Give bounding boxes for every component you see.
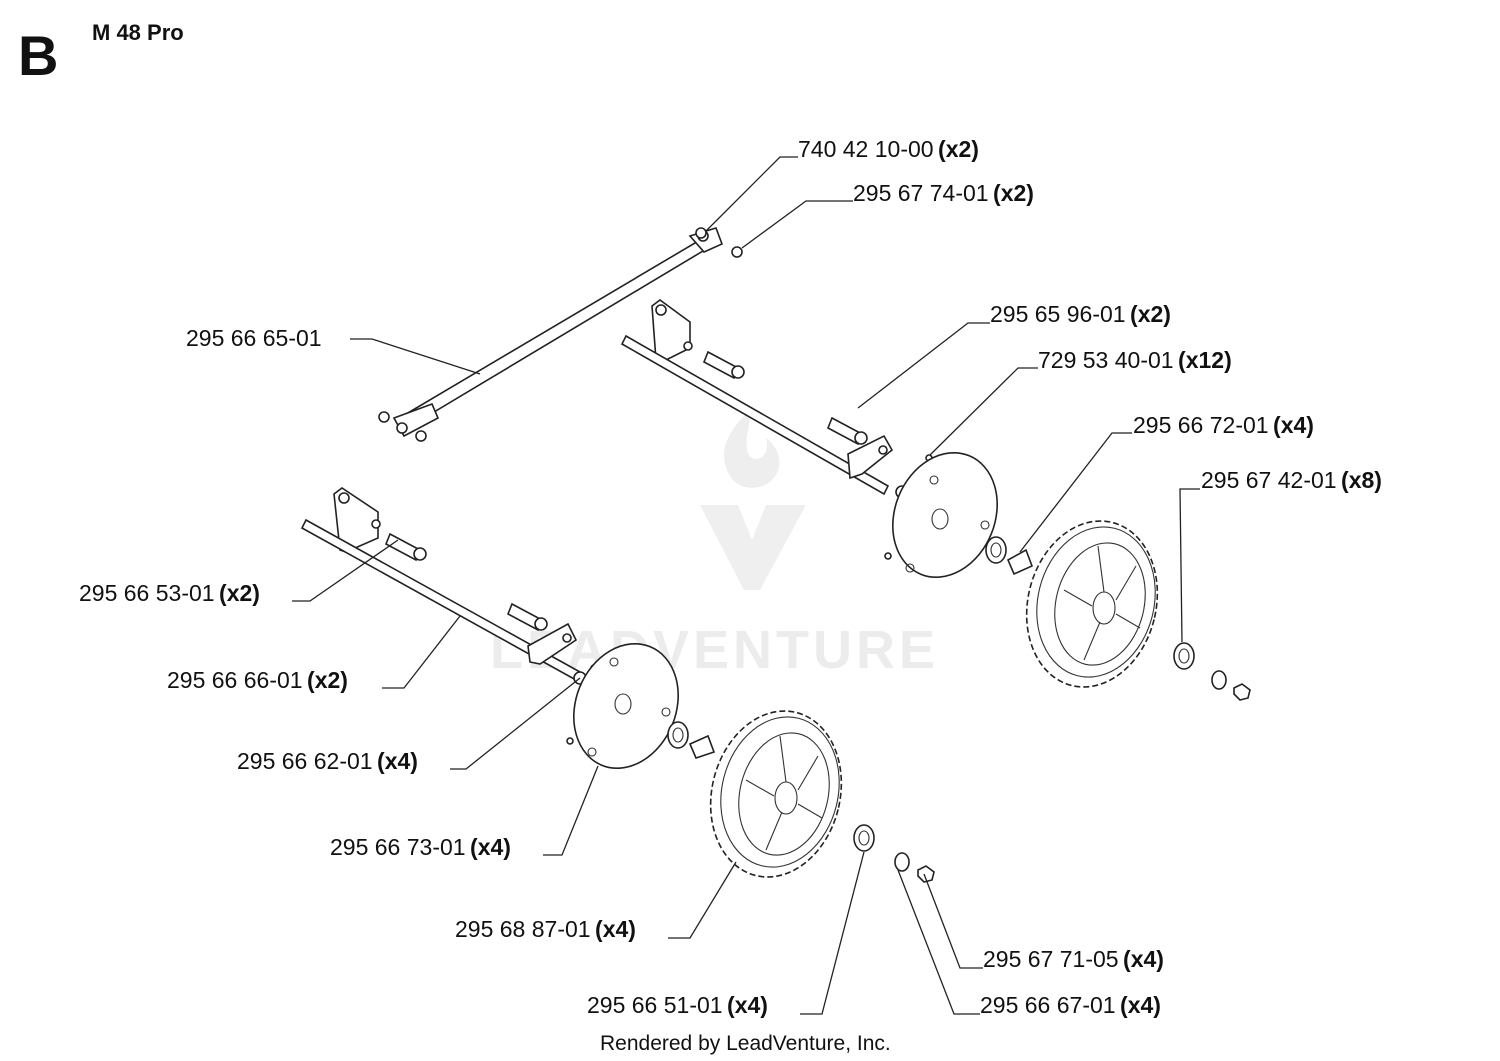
- part-number: 295 66 51-01: [587, 992, 723, 1018]
- bearing-rear-outer: [1173, 642, 1195, 670]
- part-number: 295 66 53-01: [79, 580, 215, 606]
- part-number: 295 66 65-01: [186, 325, 322, 351]
- part-number: 295 67 74-01: [853, 180, 989, 206]
- screw-d: [566, 737, 574, 745]
- part-qty: (x4): [727, 992, 768, 1018]
- bushing-rear: [1006, 548, 1034, 576]
- part-qty: (x2): [1130, 301, 1171, 327]
- exploded-view: [300, 227, 1251, 883]
- screw-b: [884, 552, 892, 560]
- rear-wheel: [1025, 520, 1159, 688]
- callout-295-66-53-01[interactable]: 295 66 53-01 (x2): [79, 580, 260, 606]
- callout-295-66-51-01[interactable]: 295 66 51-01 (x4): [587, 992, 768, 1018]
- part-number: 295 67 71-05: [983, 946, 1119, 972]
- part-qty: (x2): [307, 667, 348, 693]
- footer-credit: Rendered by LeadVenture, Inc.: [600, 1032, 891, 1055]
- section-letter: B: [18, 24, 58, 87]
- callout-295-66-66-01[interactable]: 295 66 66-01 (x2): [167, 667, 348, 693]
- model-title: M 48 Pro: [92, 20, 184, 45]
- callout-295-67-74-01[interactable]: 295 67 74-01 (x2): [853, 180, 1034, 206]
- leader-lines: [292, 156, 1200, 1015]
- bearing-front-outer: [853, 824, 875, 852]
- part-qty: (x8): [1341, 467, 1382, 493]
- part-qty: (x2): [938, 136, 979, 162]
- part-qty: (x4): [595, 916, 636, 942]
- callout-295-66-72-01[interactable]: 295 66 72-01 (x4): [1133, 412, 1314, 438]
- callout-729-53-40-01[interactable]: 729 53 40-01 (x12): [1038, 347, 1232, 373]
- part-qty: (x4): [377, 748, 418, 774]
- part-number: 295 66 67-01: [980, 992, 1116, 1018]
- front-hubcap-plate: [573, 642, 679, 770]
- part-number: 295 68 87-01: [455, 916, 591, 942]
- bearing-rear-inner: [985, 536, 1007, 564]
- clip-left: [415, 430, 427, 442]
- part-qty: (x12): [1178, 347, 1232, 373]
- callout-labels: 740 42 10-00 (x2) 295 67 74-01 (x2) 295 …: [79, 136, 1382, 1018]
- v-watermark-icon: [700, 505, 806, 590]
- callout-295-66-65-01[interactable]: 295 66 65-01: [186, 325, 322, 351]
- part-number: 729 53 40-01: [1038, 347, 1174, 373]
- part-qty: (x4): [1120, 992, 1161, 1018]
- part-number: 295 66 72-01: [1133, 412, 1269, 438]
- callout-295-66-73-01[interactable]: 295 66 73-01 (x4): [330, 834, 511, 860]
- part-number: 740 42 10-00: [798, 136, 934, 162]
- part-qty: (x2): [219, 580, 260, 606]
- front-axle-assembly: [300, 487, 582, 682]
- part-number: 295 66 73-01: [330, 834, 466, 860]
- part-qty: (x4): [1273, 412, 1314, 438]
- bearing-front-inner: [667, 721, 689, 749]
- callout-295-67-42-01[interactable]: 295 67 42-01 (x8): [1201, 467, 1382, 493]
- ring-left: [378, 411, 390, 423]
- callout-295-67-71-05[interactable]: 295 67 71-05 (x4): [983, 946, 1164, 972]
- nut-rear: [1233, 683, 1251, 701]
- part-number: 295 66 66-01: [167, 667, 303, 693]
- flame-watermark-icon: [724, 408, 780, 488]
- part-number: 295 65 96-01: [990, 301, 1126, 327]
- rear-hubcap-plate: [892, 451, 998, 579]
- adjust-link-rod: [392, 227, 724, 438]
- callout-295-66-62-01[interactable]: 295 66 62-01 (x4): [237, 748, 418, 774]
- part-qty: (x2): [993, 180, 1034, 206]
- washer-rear: [1211, 670, 1227, 690]
- nut-front: [917, 865, 935, 883]
- bushing-front: [688, 734, 716, 759]
- callout-295-65-96-01[interactable]: 295 65 96-01 (x2): [990, 301, 1171, 327]
- part-number: 295 67 42-01: [1201, 467, 1337, 493]
- ring-top: [695, 227, 707, 239]
- washer-front: [894, 852, 910, 872]
- rear-axle-assembly: [620, 299, 894, 496]
- part-qty: (x4): [470, 834, 511, 860]
- nut-top: [731, 246, 743, 258]
- callout-295-68-87-01[interactable]: 295 68 87-01 (x4): [455, 916, 636, 942]
- part-qty: (x4): [1123, 946, 1164, 972]
- part-number: 295 66 62-01: [237, 748, 373, 774]
- callout-295-66-67-01[interactable]: 295 66 67-01 (x4): [980, 992, 1161, 1018]
- callout-740-42-10-00[interactable]: 740 42 10-00 (x2): [798, 136, 979, 162]
- front-wheel: [709, 710, 843, 878]
